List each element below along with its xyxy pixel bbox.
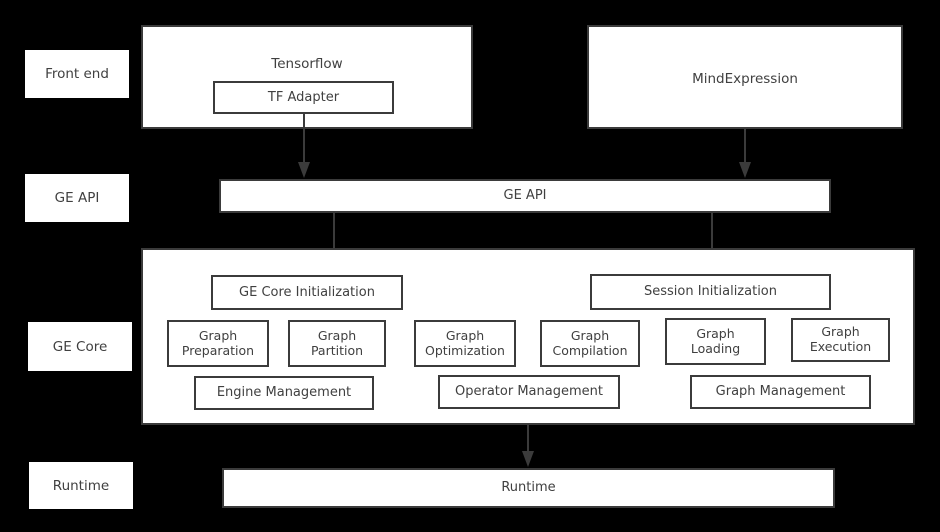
graph-management-box[interactable]: Graph Management bbox=[690, 375, 871, 409]
mindexpression-title: MindExpression bbox=[692, 71, 798, 87]
graph-compilation-label: Graph Compilation bbox=[552, 327, 628, 358]
layer-label-runtime: Runtime bbox=[29, 462, 133, 509]
layer-label-ge-api: GE API bbox=[25, 174, 129, 222]
layer-label-ge-core-text: GE Core bbox=[52, 338, 108, 355]
graph-execution-label: Graph Execution bbox=[809, 324, 872, 354]
graph-optimization-label: Graph Optimization bbox=[425, 327, 505, 358]
operator-management-label: Operator Management bbox=[455, 384, 603, 400]
tf-adapter-label: TF Adapter bbox=[267, 89, 340, 105]
layer-label-ge-api-text: GE API bbox=[54, 190, 100, 206]
ge-core-initialization-box[interactable]: GE Core Initialization bbox=[211, 275, 403, 310]
layer-label-front-end-text: Front end bbox=[45, 66, 109, 82]
graph-optimization-box[interactable]: Graph Optimization bbox=[414, 320, 516, 367]
layer-label-runtime-text: Runtime bbox=[52, 477, 110, 494]
ge-api-bar[interactable]: GE API bbox=[219, 179, 831, 213]
arrow-tf-adapter-to-ge-api bbox=[296, 112, 312, 180]
runtime-bar-label: Runtime bbox=[501, 480, 556, 496]
graph-loading-label: Graph Loading bbox=[690, 325, 741, 356]
engine-management-box[interactable]: Engine Management bbox=[194, 376, 374, 410]
engine-management-label: Engine Management bbox=[216, 385, 352, 401]
runtime-bar[interactable]: Runtime bbox=[222, 468, 835, 508]
layer-label-front-end: Front end bbox=[25, 50, 129, 98]
session-initialization-box[interactable]: Session Initialization bbox=[590, 274, 831, 310]
arrow-ge-core-to-runtime bbox=[520, 424, 536, 469]
graph-partition-label: Graph Partition bbox=[310, 327, 364, 358]
tensorflow-title: Tensorflow bbox=[271, 56, 343, 72]
session-initialization-label: Session Initialization bbox=[643, 284, 777, 300]
ge-core-initialization-label: GE Core Initialization bbox=[239, 284, 375, 300]
mindexpression-group: MindExpression bbox=[587, 25, 903, 129]
operator-management-box[interactable]: Operator Management bbox=[438, 375, 620, 409]
ge-api-bar-label: GE API bbox=[503, 188, 547, 204]
graph-compilation-box[interactable]: Graph Compilation bbox=[540, 320, 640, 367]
tf-adapter-box[interactable]: TF Adapter bbox=[213, 81, 394, 114]
layer-label-ge-core: GE Core bbox=[28, 322, 132, 371]
graph-loading-box[interactable]: Graph Loading bbox=[665, 318, 766, 365]
arrow-mindexpression-to-ge-api bbox=[737, 128, 753, 180]
graph-preparation-box[interactable]: Graph Preparation bbox=[167, 320, 269, 367]
graph-execution-box[interactable]: Graph Execution bbox=[791, 318, 890, 362]
graph-partition-box[interactable]: Graph Partition bbox=[288, 320, 386, 367]
graph-management-label: Graph Management bbox=[715, 384, 846, 400]
graph-preparation-label: Graph Preparation bbox=[181, 327, 255, 358]
